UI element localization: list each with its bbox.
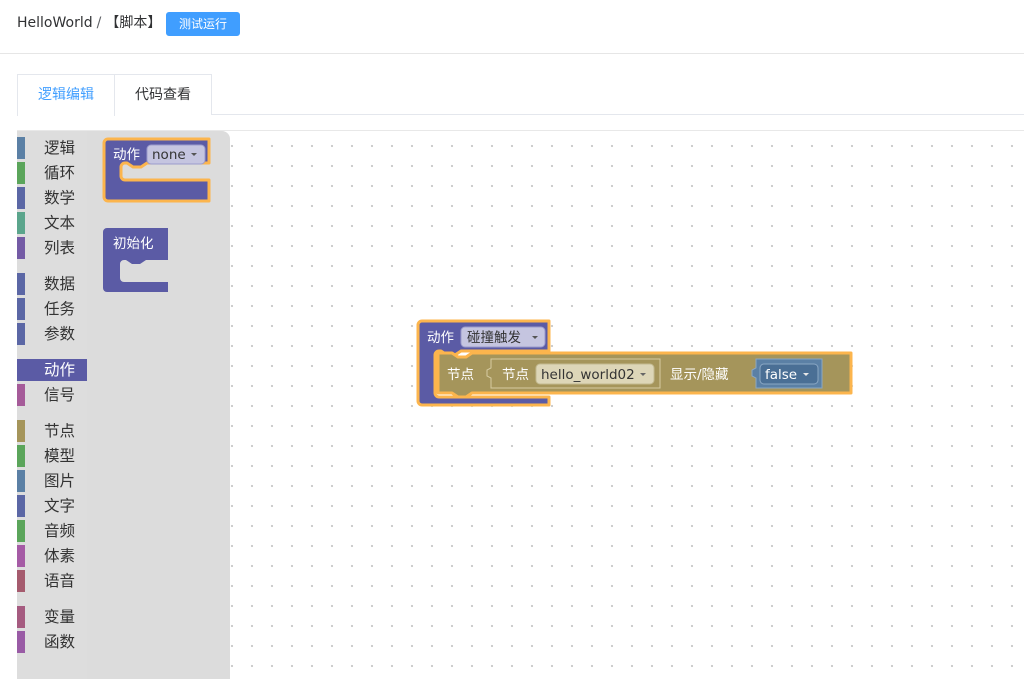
toolbox-category-label: 列表 — [44, 239, 76, 257]
category-color-bar — [17, 384, 25, 406]
toolbox-category-label: 节点 — [44, 422, 76, 440]
toolbox-category-item[interactable]: 图片 — [17, 470, 87, 492]
flyout-init-block-label: 初始化 — [113, 235, 154, 252]
toolbox-category-item[interactable]: 动作 — [17, 359, 87, 381]
visibility-field-label: 显示/隐藏 — [670, 367, 729, 383]
toolbox-category-label: 信号 — [44, 386, 76, 404]
category-color-bar — [17, 445, 25, 467]
toolbox-category-label: 文字 — [44, 497, 76, 515]
category-color-bar — [17, 420, 25, 442]
test-run-button[interactable]: 测试运行 — [166, 12, 241, 36]
toolbox-category-label: 函数 — [44, 633, 76, 651]
toolbox-category-label: 语音 — [44, 572, 76, 590]
toolbox-category-label: 动作 — [44, 361, 76, 379]
toolbox-category-item[interactable]: 列表 — [17, 237, 87, 259]
toolbox-category-item[interactable]: 语音 — [17, 570, 87, 592]
flyout-action-dropdown[interactable]: none — [146, 144, 206, 165]
flyout-action-dropdown-box — [146, 144, 206, 165]
node-value-block-label: 节点 — [502, 367, 529, 383]
chevron-down-icon — [532, 336, 538, 339]
toolbox-category-item[interactable]: 文本 — [17, 212, 87, 234]
toolbox-category-label: 音频 — [44, 522, 76, 540]
toolbox-category-label: 变量 — [44, 608, 76, 626]
flyout-init-block-shape — [103, 228, 168, 292]
breadcrumb-script: 【脚本】 — [105, 15, 162, 31]
block-flyout — [87, 131, 230, 679]
canvas-action-block-label: 动作 — [427, 330, 454, 346]
bool-value-block[interactable]: false — [751, 358, 823, 389]
category-color-bar — [17, 359, 25, 381]
bool-dropdown[interactable]: false — [759, 363, 819, 385]
category-color-bar — [17, 545, 25, 567]
flyout-init-block[interactable]: 初始化 — [103, 228, 168, 292]
canvas-action-block[interactable]: 动作 碰撞触发 节点 节点 hello_world02 — [416, 319, 853, 407]
node-value-block[interactable]: 节点 hello_world02 — [486, 358, 661, 389]
toolbox-category-item[interactable]: 节点 — [17, 420, 87, 442]
editor-tabs: 逻辑编辑 代码查看 — [17, 74, 1024, 116]
flyout-action-block[interactable]: 动作 none — [102, 137, 211, 203]
tab-logic-edit[interactable]: 逻辑编辑 — [17, 74, 115, 116]
flyout-action-dropdown-value: none — [152, 147, 186, 163]
bool-dropdown-box — [759, 363, 819, 385]
toolbox-category-item[interactable]: 数学 — [17, 187, 87, 209]
node-visibility-block-label: 节点 — [447, 367, 474, 383]
category-color-bar — [17, 631, 25, 653]
toolbox-category-label: 体素 — [44, 547, 76, 565]
breadcrumb: HelloWorld/【脚本】 — [17, 12, 161, 34]
chevron-down-icon — [191, 153, 197, 156]
chevron-down-icon — [803, 373, 809, 376]
node-visibility-block[interactable]: 节点 节点 hello_world02 显示/隐藏 false — [436, 351, 853, 399]
block-canvas: 动作 none 初始化 动作 碰撞触发 节点 — [102, 137, 853, 407]
breadcrumb-separator: / — [96, 15, 102, 31]
blockly-workspace[interactable]: 逻辑循环数学文本列表数据任务参数动作信号节点模型图片文字音频体素语音变量函数 动… — [17, 130, 1024, 679]
toolbox-category-label: 数据 — [44, 275, 76, 293]
toolbox-category-label: 模型 — [44, 447, 76, 465]
category-color-bar — [17, 162, 25, 184]
category-color-bar — [17, 212, 25, 234]
category-color-bar — [17, 606, 25, 628]
category-color-bar — [17, 323, 25, 345]
toolbox-category-item[interactable]: 模型 — [17, 445, 87, 467]
toolbox-category-item[interactable]: 文字 — [17, 495, 87, 517]
toolbox-category-item[interactable]: 变量 — [17, 606, 87, 628]
collision-trigger-dropdown[interactable]: 碰撞触发 — [460, 326, 546, 348]
chevron-down-icon — [640, 373, 646, 376]
category-color-bar — [17, 495, 25, 517]
toolbox-category-label: 数学 — [44, 189, 76, 207]
category-color-bar — [17, 137, 25, 159]
category-color-bar — [17, 470, 25, 492]
toolbox-category-label: 逻辑 — [44, 139, 76, 157]
toolbox-category-item[interactable]: 信号 — [17, 384, 87, 406]
toolbox-category-item[interactable]: 体素 — [17, 545, 87, 567]
toolbox-category-item[interactable]: 音频 — [17, 520, 87, 542]
toolbox-category-label: 参数 — [44, 325, 76, 343]
node-name-dropdown-value: hello_world02 — [541, 367, 635, 383]
tab-code-view[interactable]: 代码查看 — [114, 74, 212, 115]
category-color-bar — [17, 520, 25, 542]
toolbox-category-item[interactable]: 参数 — [17, 323, 87, 345]
node-name-dropdown[interactable]: hello_world02 — [535, 363, 655, 385]
category-color-bar — [17, 237, 25, 259]
toolbox-category-item[interactable]: 任务 — [17, 298, 87, 320]
page-header: HelloWorld/【脚本】 测试运行 — [0, 0, 1024, 54]
toolbox-category-label: 任务 — [44, 300, 76, 318]
collision-trigger-dropdown-box — [460, 326, 546, 348]
flyout-action-block-label: 动作 — [113, 147, 140, 163]
category-color-bar — [17, 298, 25, 320]
toolbox-category-label: 图片 — [44, 472, 76, 490]
collision-trigger-dropdown-value: 碰撞触发 — [467, 330, 521, 346]
toolbox-category-label: 文本 — [44, 214, 76, 232]
toolbox-category-item[interactable]: 循环 — [17, 162, 87, 184]
toolbox-category-item[interactable]: 函数 — [17, 631, 87, 653]
breadcrumb-project[interactable]: HelloWorld — [17, 15, 93, 31]
node-name-dropdown-box — [535, 363, 655, 385]
category-color-bar — [17, 570, 25, 592]
block-toolbox: 逻辑循环数学文本列表数据任务参数动作信号节点模型图片文字音频体素语音变量函数 — [17, 131, 87, 679]
toolbox-category-item[interactable]: 逻辑 — [17, 137, 87, 159]
bool-dropdown-value: false — [765, 367, 797, 383]
category-color-bar — [17, 273, 25, 295]
toolbox-category-label: 循环 — [44, 164, 76, 182]
toolbox-category-item[interactable]: 数据 — [17, 273, 87, 295]
category-color-bar — [17, 187, 25, 209]
